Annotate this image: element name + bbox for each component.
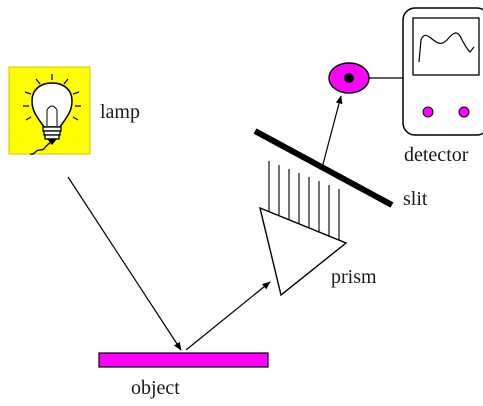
slit (253, 128, 394, 208)
object-sample (98, 352, 269, 368)
bulb-base (42, 126, 62, 146)
lamp-label: lamp (100, 101, 140, 123)
bulb-glass (31, 82, 73, 128)
detector-label: detector (404, 144, 469, 166)
light-ray-object-to-prism (185, 281, 271, 351)
lamp-rays (23, 74, 81, 121)
light-ray-lamp-to-object (67, 176, 182, 351)
prism (258, 206, 348, 297)
light-ray-slit-to-eye (321, 95, 343, 169)
bulb-cord (29, 142, 51, 155)
eye-icon (328, 62, 370, 94)
prism-label: prism (331, 266, 377, 288)
dispersed-rays (268, 161, 340, 240)
detector-device-icon (402, 7, 483, 136)
detector-button-right (458, 106, 470, 118)
detector-signal-trace (418, 32, 475, 63)
slit-label: slit (403, 188, 428, 210)
object-label: object (131, 377, 180, 399)
light-bulb-icon (8, 66, 91, 155)
bulb-filament (46, 105, 58, 126)
detector-button-left (422, 106, 434, 118)
detector-screen (412, 17, 480, 76)
